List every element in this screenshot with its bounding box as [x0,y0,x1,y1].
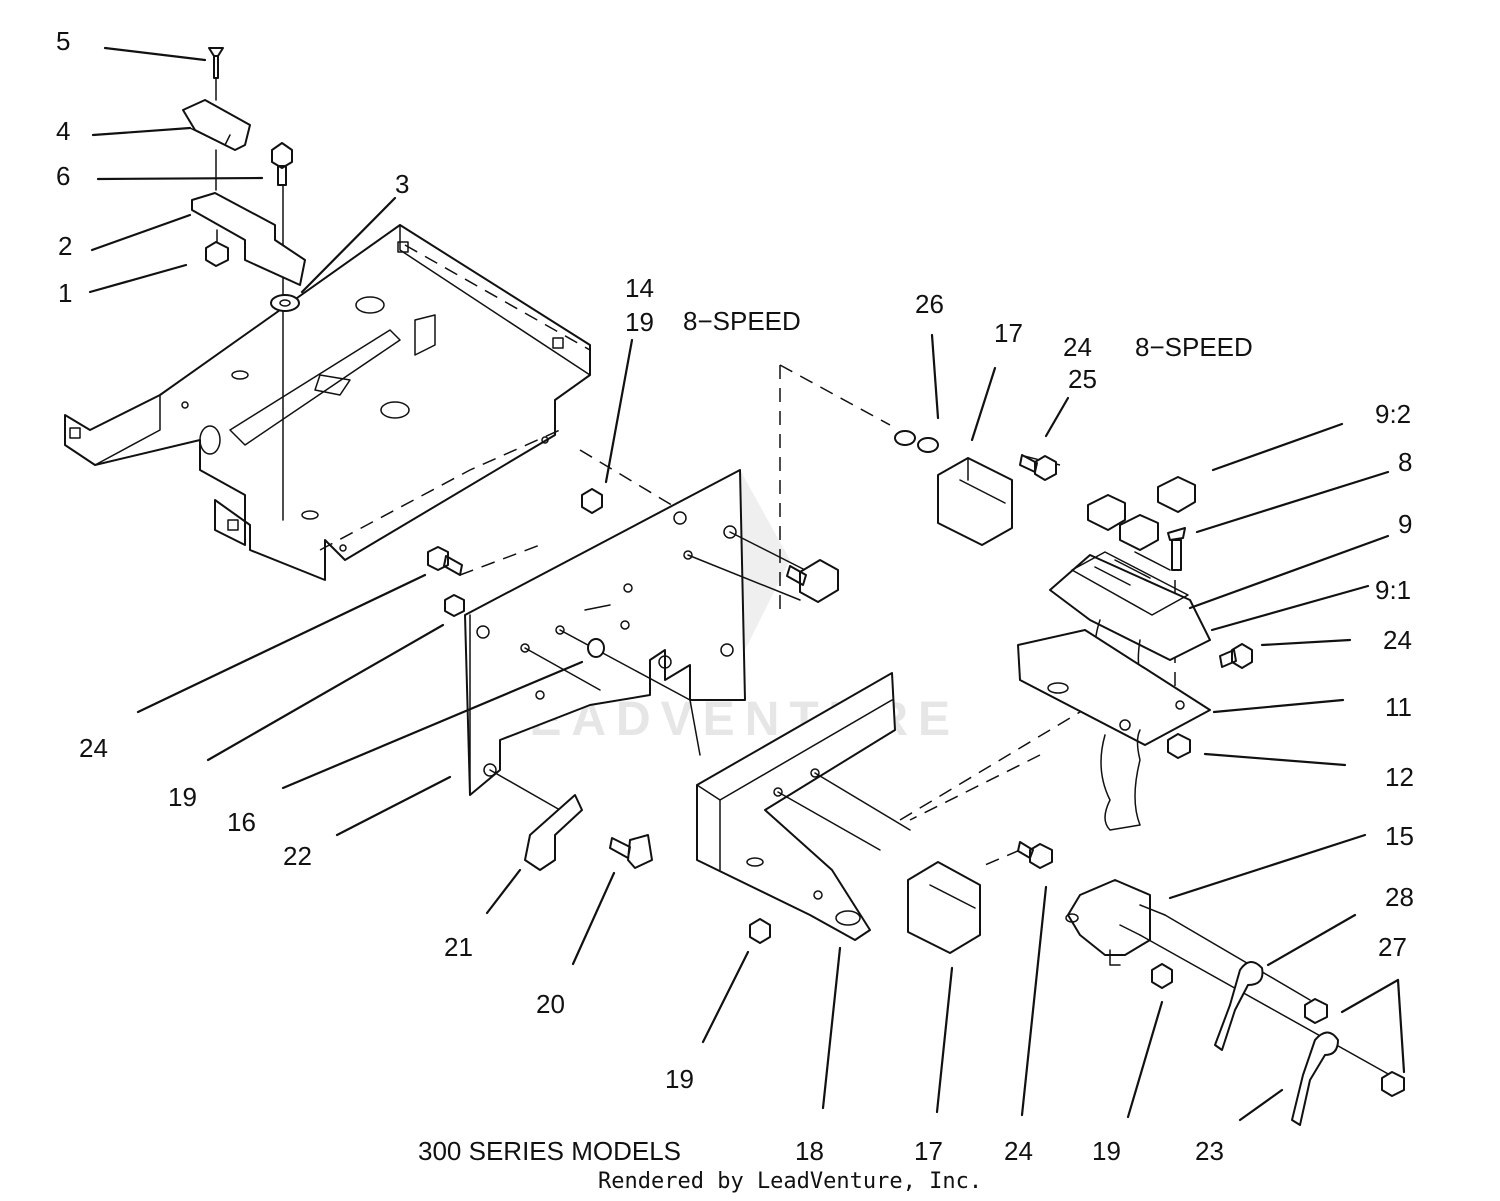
lower-bracket [696,672,911,944]
solenoid-assembly [1065,879,1405,1126]
microswitch-icon [182,99,251,151]
washer-icon [270,294,300,312]
relays [894,430,1057,954]
fuse-icon [1119,514,1159,551]
callout-label: 15 [1385,821,1414,851]
callout-label: 24 [1383,625,1412,655]
callout-label: 14 [625,273,654,303]
callout-label: 28 [1385,882,1414,912]
callout-label: 8 [1398,447,1412,477]
callout-label: 19 [1092,1136,1121,1166]
callout-label: 2 [58,231,72,261]
switch-bracket-icon [191,192,306,286]
fuse-icon [1087,494,1126,531]
callout-label: 19 [168,782,197,812]
nut-icon [1151,963,1173,989]
bolt-icon [427,546,463,576]
callout-label: 26 [915,289,944,319]
washer-icon [917,437,939,453]
nut-icon [1167,733,1191,759]
callout-label: 21 [444,932,473,962]
bolt-icon [786,559,839,603]
callout-label: 9:1 [1375,575,1411,605]
callout-label: 24 [79,733,108,763]
solenoid-icon [1067,879,1151,956]
callout-label: 23 [1195,1136,1224,1166]
footer-credit: Rendered by LeadVenture, Inc. [598,1169,982,1194]
switch-assembly [182,47,306,521]
lockwasher-icon [587,638,605,658]
model-label: 300 SERIES MODELS [418,1136,681,1166]
callout-label: 20 [536,989,565,1019]
callout-label: 1 [58,278,72,308]
callout-label: 3 [395,169,409,199]
callout-label: 4 [56,116,70,146]
callout-label: 19 [665,1064,694,1094]
fuse-holder-icon [1049,554,1211,661]
nut-icon [1381,1071,1405,1097]
callout-label: 24 [1063,332,1092,362]
nut-icon [749,918,771,944]
fuse-block-assembly [1017,476,1253,831]
speed-label: 8−SPEED [683,306,801,336]
plate-hardware [427,488,839,871]
bolt-icon [1219,643,1253,669]
callout-label: 22 [283,841,312,871]
speed-label: 8−SPEED [1135,332,1253,362]
wire-harness-icon [1100,729,1141,831]
relay-icon [907,861,981,954]
callout-label: 24 [1004,1136,1033,1166]
nut-icon [444,594,465,617]
callout-label: 16 [227,807,256,837]
screw-icon [208,47,224,79]
cable-terminal-icon [1291,1031,1339,1126]
callout-label: 9:2 [1375,399,1411,429]
bolt-icon [271,142,293,186]
callout-label: 25 [1068,364,1097,394]
nut-icon [205,241,229,267]
fuse-bracket-icon [1017,629,1211,746]
callout-label: 17 [994,318,1023,348]
clamp-icon [524,794,583,871]
base-plate [64,224,591,581]
washer-icon [894,430,916,446]
callout-label: 5 [56,26,70,56]
callout-labels: 5 4 6 2 1 3 14 19 26 17 24 25 9:2 8 9 9:… [56,26,1414,1166]
callout-label: 12 [1385,762,1414,792]
mounting-plate [464,469,816,811]
nut-icon [581,488,603,514]
fuse-icon [1157,476,1196,513]
screw-icon [1167,527,1186,571]
callout-label: 11 [1385,692,1412,722]
bolt-icon [1019,454,1057,481]
cable-terminal-icon [1214,961,1264,1051]
callout-label: 27 [1378,932,1407,962]
bolt-icon [609,834,653,869]
callout-label: 19 [625,307,654,337]
callout-label: 18 [795,1136,824,1166]
callout-label: 6 [56,161,70,191]
callout-label: 17 [914,1136,943,1166]
callout-label: 9 [1398,509,1412,539]
bolt-icon [1017,841,1053,869]
nut-icon [1304,998,1328,1024]
leader-lines [88,46,1406,1122]
